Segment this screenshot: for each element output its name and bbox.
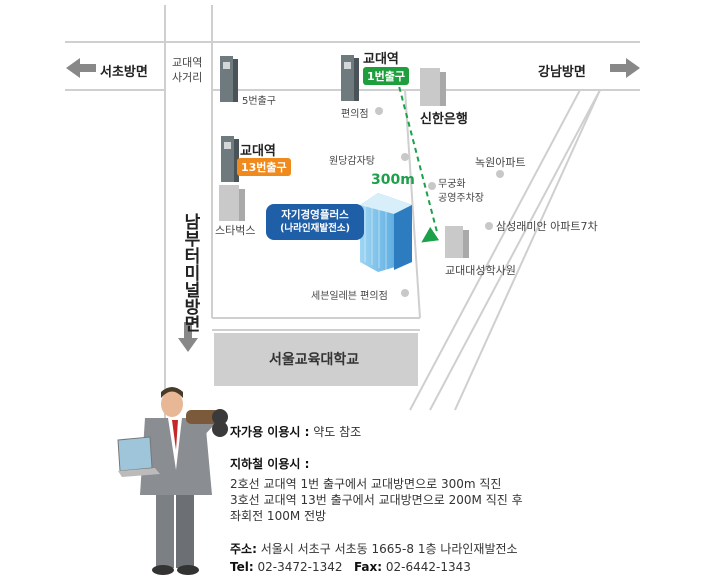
subway-line-2: 3호선 교대역 13번 출구에서 교대방면으로 200M 직진 후 — [230, 493, 523, 507]
wondang-dot — [401, 153, 409, 161]
direction-right-label: 강남방면 — [538, 65, 586, 80]
car-info: 자가용 이용시 : 약도 참조 — [230, 424, 361, 440]
wondang-label: 원당감자탕 — [329, 156, 375, 167]
shinhan-building-icon — [420, 68, 446, 106]
distance-label: 300m — [371, 172, 415, 188]
starbucks-building-icon — [219, 185, 245, 221]
subway-info-title: 지하철 이용시 : — [230, 456, 309, 472]
junction-label-line1: 교대역 — [172, 56, 203, 69]
tel-label: Tel: — [230, 560, 254, 574]
destination-building-icon — [360, 193, 412, 272]
tel-text: 02-3472-1342 — [253, 560, 343, 574]
station-top-label: 교대역 — [363, 52, 399, 67]
seven-eleven-label: 세븐일레븐 편의점 — [311, 291, 388, 302]
destination-subname: (나라인재발전소) — [280, 223, 350, 234]
down-arrow-icon — [178, 322, 198, 352]
nokwon-label: 녹원아파트 — [475, 156, 526, 169]
direction-down-label: 남부터미널방면 — [180, 213, 200, 332]
university-block — [214, 333, 418, 386]
convenience-store-dot — [375, 107, 383, 115]
teachers-house-label: 교대대성학사원 — [445, 264, 516, 277]
exit5-label: 5번출구 — [242, 96, 276, 107]
destination-name: 자기경영플러스 — [281, 209, 349, 221]
samsung-dot — [485, 222, 493, 230]
person-binoculars-icon — [117, 387, 228, 575]
convenience-store-label: 편의점 — [341, 109, 369, 120]
direction-left-label: 서초방면 — [100, 65, 148, 80]
samsung-apt-label: 삼성래미안 아파트7차 — [496, 220, 598, 233]
right-arrow-icon — [610, 58, 640, 78]
station-mid-label: 교대역 — [240, 144, 276, 159]
address-line: 주소: 서울시 서초구 서초동 1665-8 1층 나라인재발전소 — [230, 541, 518, 557]
junction-label-line2: 사거리 — [172, 71, 203, 84]
seven-eleven-dot — [401, 289, 409, 297]
university-label: 서울교육대학교 — [269, 352, 360, 368]
fax-text: 02-6442-1343 — [382, 560, 471, 574]
exit13-badge: 13번출구 — [237, 158, 291, 176]
subway-exit1-icon — [341, 55, 359, 101]
parking-dot — [428, 182, 436, 190]
parking-label-line2: 공영주차장 — [438, 193, 484, 204]
car-info-title: 자가용 이용시 : — [230, 425, 310, 439]
contact-line: Tel: 02-3472-1342 Fax: 02-6442-1343 — [230, 559, 471, 575]
teachers-house-building-icon — [445, 226, 469, 258]
subway-line-3: 좌회전 100M 전방 — [230, 509, 327, 523]
address-text: 서울시 서초구 서초동 1665-8 1층 나라인재발전소 — [256, 542, 518, 556]
shinhan-bank-label: 신한은행 — [420, 112, 468, 127]
exit1-badge: 1번출구 — [363, 67, 410, 85]
subway-title: 지하철 이용시 : — [230, 457, 310, 471]
address-label: 주소: — [230, 542, 257, 556]
left-arrow-icon — [66, 58, 96, 78]
subway-exit5-icon — [220, 56, 238, 102]
car-info-text: 약도 참조 — [309, 425, 362, 439]
fax-label: Fax: — [353, 560, 383, 574]
nokwon-dot — [496, 170, 504, 178]
subway-line-1: 2호선 교대역 1번 출구에서 교대방면으로 300m 직진 — [230, 477, 502, 491]
starbucks-label: 스타벅스 — [215, 224, 256, 237]
subway-exit13-icon — [221, 136, 239, 182]
parking-label-line1: 무궁화 — [438, 179, 466, 190]
destination-tag: 자기경영플러스 (나라인재발전소) — [266, 204, 364, 240]
roads — [65, 5, 640, 420]
